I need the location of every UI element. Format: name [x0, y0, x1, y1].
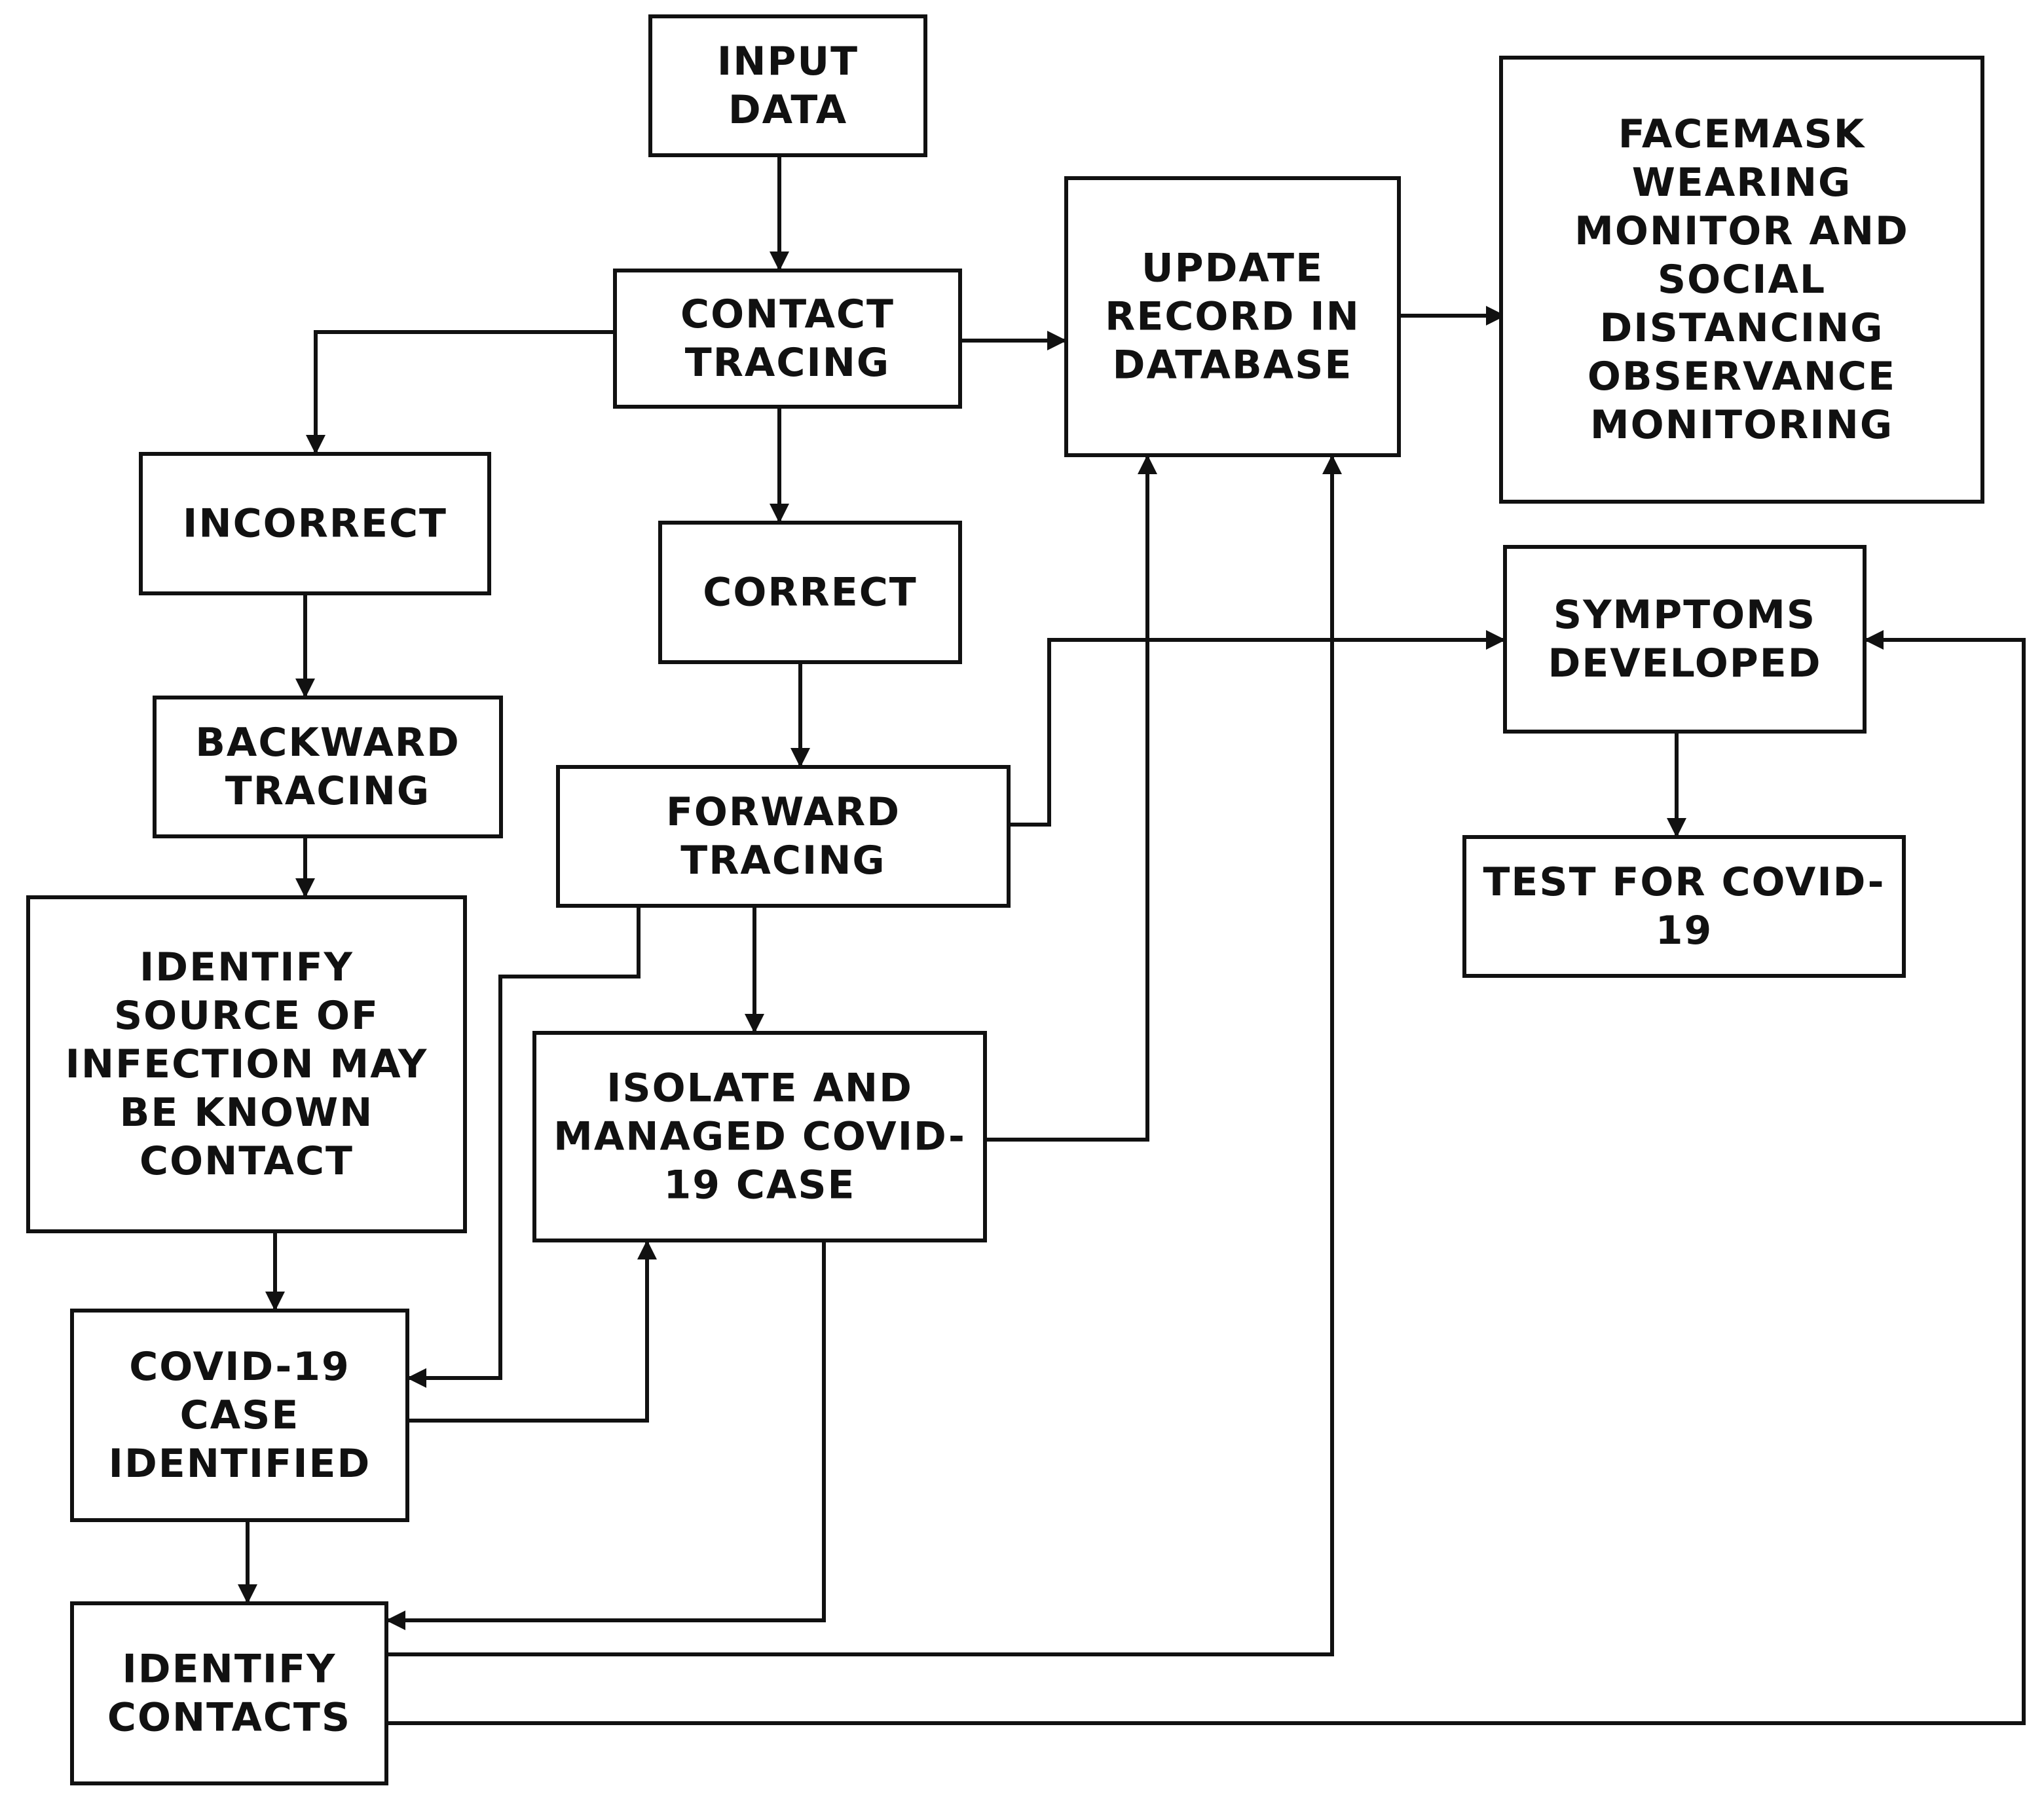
node-label-backward-tracing: TRACING: [225, 768, 430, 814]
edge-isolate-managed-to-update-record: [985, 455, 1157, 1142]
node-label-identify-contacts: IDENTIFY: [122, 1647, 336, 1692]
node-label-facemask-monitor: DISTANCING: [1599, 305, 1884, 351]
node-box-input-data: [648, 14, 927, 157]
node-label-symptoms-developed: DEVELOPED: [1548, 641, 1821, 686]
node-label-identify-source: BE KNOWN: [120, 1090, 374, 1136]
node-label-test-for-covid: TEST FOR COVID-: [1483, 859, 1885, 905]
node-label-symptoms-developed: SYMPTOMS: [1553, 592, 1816, 638]
node-label-covid-case-identified: COVID-19: [129, 1344, 350, 1390]
node-label-facemask-monitor: SOCIAL: [1658, 257, 1826, 303]
node-box-correct: [658, 521, 962, 664]
node-box-contact-tracing: [613, 269, 962, 409]
edge-forward-tracing-to-covid-case-identified: [407, 906, 641, 1388]
node-box-symptoms-developed: [1503, 545, 1867, 734]
node-label-test-for-covid: 19: [1656, 908, 1713, 954]
node-label-isolate-managed: MANAGED COVID-: [553, 1114, 966, 1160]
node-label-incorrect: INCORRECT: [183, 501, 447, 547]
node-box-test-for-covid: [1462, 835, 1906, 978]
node-box-forward-tracing: [556, 765, 1011, 908]
node-box-identify-contacts: [70, 1601, 388, 1785]
node-label-facemask-monitor: MONITOR AND: [1574, 208, 1909, 254]
node-label-update-record: UPDATE: [1142, 246, 1324, 291]
edge-contact-tracing-to-incorrect: [306, 330, 615, 455]
edge-covid-case-identified-to-isolate-managed: [407, 1240, 657, 1423]
node-box-identify-source: [26, 895, 467, 1233]
node-label-update-record: RECORD IN: [1105, 294, 1360, 340]
node-label-facemask-monitor: FACEMASK: [1618, 111, 1866, 157]
node-label-input-data: DATA: [728, 87, 847, 133]
node-label-facemask-monitor: OBSERVANCE: [1588, 354, 1896, 400]
node-label-identify-source: INFECTION MAY: [65, 1041, 428, 1087]
edge-identify-contacts-to-update-record: [386, 455, 1342, 1656]
node-label-forward-tracing: FORWARD: [666, 789, 901, 835]
node-label-forward-tracing: TRACING: [680, 838, 885, 884]
node-label-backward-tracing: BACKWARD: [195, 720, 460, 766]
node-label-facemask-monitor: WEARING: [1632, 160, 1852, 206]
node-box-facemask-monitor: [1499, 56, 1984, 504]
node-label-contact-tracing: TRACING: [685, 340, 890, 386]
node-label-input-data: INPUT: [717, 39, 859, 84]
node-label-covid-case-identified: CASE: [180, 1392, 300, 1438]
node-label-correct: CORRECT: [703, 570, 917, 616]
edge-identify-contacts-to-symptoms-developed: [386, 630, 2026, 1725]
node-label-identify-contacts: CONTACTS: [107, 1695, 351, 1741]
node-label-covid-case-identified: IDENTIFIED: [109, 1441, 371, 1487]
node-box-backward-tracing: [153, 696, 503, 838]
node-correct: CORRECT: [658, 521, 962, 664]
node-label-identify-source: IDENTIFY: [139, 944, 354, 990]
edges-layer: [238, 155, 2026, 1725]
node-label-isolate-managed: ISOLATE AND: [606, 1066, 913, 1111]
node-box-update-record: [1064, 176, 1401, 457]
edge-forward-tracing-to-symptoms-developed: [1009, 630, 1506, 827]
node-box-isolate-managed: [532, 1031, 987, 1242]
node-test-for-covid: TEST FOR COVID-19: [1462, 835, 1906, 978]
node-incorrect: INCORRECT: [139, 452, 491, 595]
node-label-facemask-monitor: MONITORING: [1590, 402, 1893, 448]
node-label-identify-source: SOURCE OF: [114, 993, 379, 1039]
edge-isolate-managed-to-identify-contacts: [386, 1231, 826, 1630]
node-box-covid-case-identified: [70, 1309, 409, 1522]
node-label-identify-source: CONTACT: [139, 1138, 354, 1184]
node-label-isolate-managed: 19 CASE: [663, 1163, 855, 1208]
node-label-update-record: DATABASE: [1113, 343, 1353, 388]
node-box-incorrect: [139, 452, 491, 595]
node-label-contact-tracing: CONTACT: [680, 291, 895, 337]
